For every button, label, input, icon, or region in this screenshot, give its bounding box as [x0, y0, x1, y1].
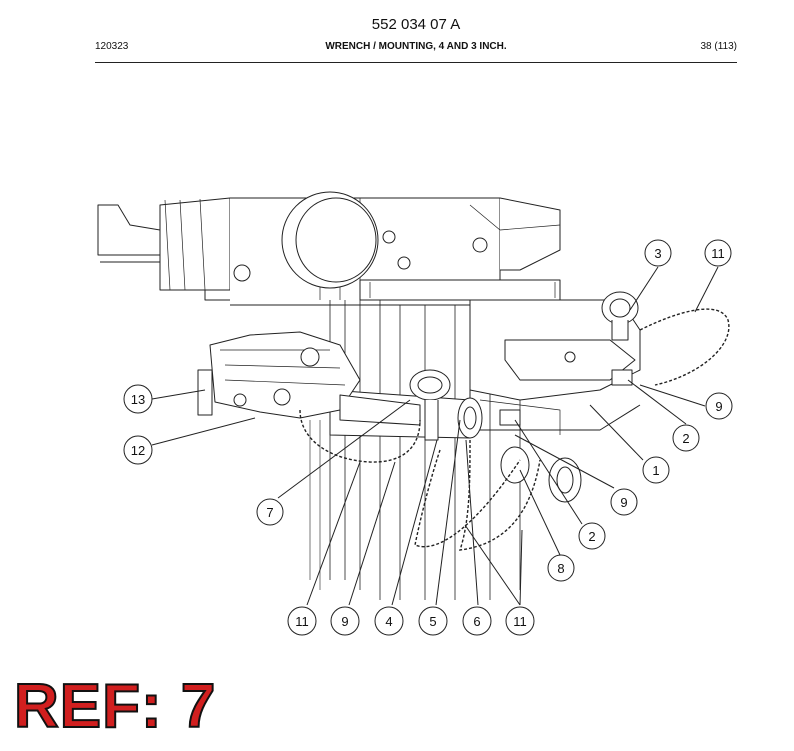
callout-8: 8 — [547, 554, 575, 582]
callout-label: 1 — [652, 463, 659, 478]
document-number: 552 034 07 A — [371, 16, 461, 33]
callout-1: 1 — [642, 456, 670, 484]
callout-9-bottom: 9 — [330, 606, 360, 636]
callout-12: 12 — [123, 435, 153, 465]
callout-4: 4 — [374, 606, 404, 636]
callout-label: 4 — [385, 614, 392, 629]
callout-9-right: 9 — [705, 392, 733, 420]
header-code: 120323 — [95, 41, 129, 52]
callout-9-middle: 9 — [610, 488, 638, 516]
callout-label: 9 — [715, 399, 722, 414]
callout-label: 9 — [620, 495, 627, 510]
callout-label: 8 — [557, 561, 564, 576]
callouts: 3 11 9 2 1 9 2 8 — [123, 239, 733, 636]
callout-11-bottom-right: 11 — [505, 606, 535, 636]
callout-label: 12 — [131, 443, 145, 458]
callout-11-top: 11 — [704, 239, 732, 267]
callout-label: 11 — [513, 614, 527, 629]
callout-11-bottom-left: 11 — [287, 606, 317, 636]
leader-lines — [151, 266, 719, 606]
header-row: 120323 WRENCH / MOUNTING, 4 AND 3 INCH. … — [95, 41, 737, 57]
callout-5: 5 — [418, 606, 448, 636]
ref-stamp: REF: 7 — [13, 672, 217, 741]
callout-2-middle: 2 — [578, 522, 606, 550]
header-title: WRENCH / MOUNTING, 4 AND 3 INCH. — [325, 41, 507, 52]
callout-label: 2 — [588, 529, 595, 544]
callout-2-right: 2 — [672, 424, 700, 452]
callout-label: 2 — [682, 431, 689, 446]
callout-6: 6 — [462, 606, 492, 636]
callout-label: 5 — [429, 614, 436, 629]
callout-label: 3 — [654, 246, 661, 261]
callout-3: 3 — [644, 239, 672, 267]
callout-7: 7 — [256, 498, 284, 526]
callout-label: 7 — [266, 505, 273, 520]
callout-label: 13 — [131, 392, 145, 407]
callout-13: 13 — [123, 384, 153, 414]
callout-label: 6 — [473, 614, 480, 629]
callout-label: 11 — [295, 614, 309, 629]
callout-label: 9 — [341, 614, 348, 629]
header-page: 38 (113) — [700, 41, 737, 52]
header-rule — [95, 62, 737, 63]
chains — [299, 308, 730, 551]
callout-label: 11 — [711, 246, 725, 261]
machine-drawing — [97, 191, 641, 600]
